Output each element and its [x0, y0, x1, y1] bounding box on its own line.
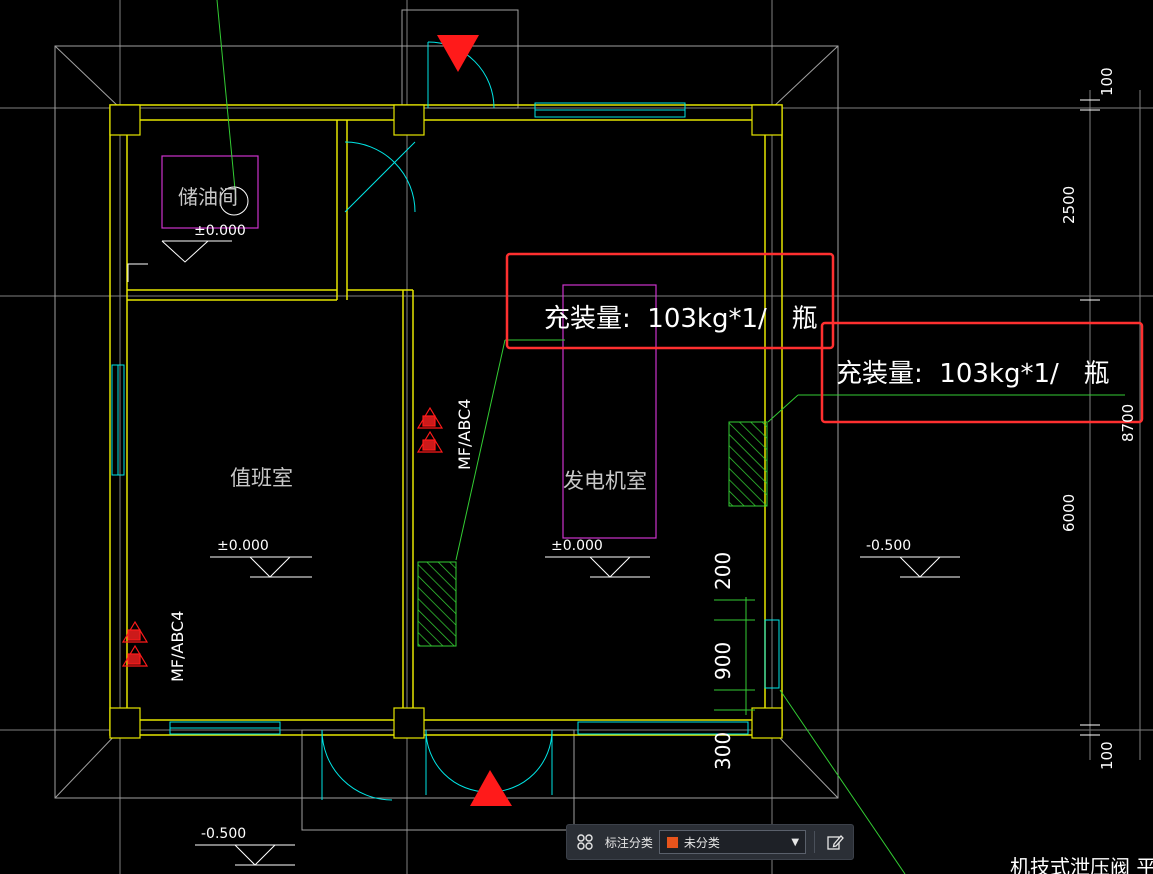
elevation-text-oil: ±0.000	[194, 223, 246, 239]
elevation-text-duty: ±0.000	[217, 538, 269, 554]
hatched-cabinets	[417, 421, 768, 647]
doors	[321, 41, 553, 801]
dimension-right-2500: 2500	[1060, 186, 1078, 224]
entrance-arrow-top-icon	[437, 35, 479, 72]
dimension-right-8700: 8700	[1119, 404, 1137, 442]
leader-lines	[216, 0, 1125, 874]
entrance-arrow-bottom-icon	[470, 770, 512, 806]
extinguisher-label-middle: MF/ABC4	[455, 399, 474, 470]
hatched-cabinet-left	[417, 561, 457, 647]
annotation-category-value: 未分类	[683, 835, 720, 850]
oil-tank-outline	[161, 155, 259, 229]
extinguisher-icon	[121, 620, 149, 667]
dimension-right-6000: 6000	[1060, 494, 1078, 532]
dimension-mid-900: 900	[711, 642, 735, 680]
generator-outline	[562, 284, 657, 539]
dimension-right-top: 100	[1098, 67, 1116, 96]
equipment	[161, 155, 657, 539]
roof-outline	[54, 9, 839, 831]
highlight-box-1	[505, 252, 835, 350]
edit-icon[interactable]	[823, 830, 847, 854]
columns	[109, 104, 783, 739]
pipe-circle-icon	[219, 186, 249, 216]
dimension-right-bottom: 100	[1098, 741, 1116, 770]
annotation-toolbar: 标注分类 未分类 ▼	[566, 824, 854, 860]
right-dimension-ticks	[1080, 99, 1100, 736]
capacity-annotation-2[interactable]: 充装量: 103kg*1/ 瓶	[836, 359, 1110, 389]
annotation-category-label: 标注分类	[604, 835, 653, 850]
highlight-box-2	[820, 321, 1144, 424]
category-color-swatch	[665, 835, 679, 849]
capacity-annotation-1[interactable]: 充装量: 103kg*1/ 瓶	[544, 304, 818, 334]
hatched-cabinet-right	[728, 421, 768, 507]
elevation-text-outside-bottom: -0.500	[201, 826, 246, 842]
dimension-mid-300: 300	[711, 732, 735, 770]
dimension-ticks	[714, 597, 755, 715]
elevation-text-generator: ±0.000	[551, 538, 603, 554]
elevation-markers	[127, 240, 960, 866]
entrance-arrows	[437, 35, 512, 806]
room-label-generator: 发电机室	[563, 469, 647, 493]
room-label-duty: 值班室	[230, 466, 293, 490]
drawing-title-partial: 机技式泄压阀 平	[1010, 855, 1153, 874]
extinguisher-label-left: MF/ABC4	[168, 611, 187, 682]
walls	[109, 104, 783, 736]
windows	[111, 102, 780, 735]
chevron-down-icon: ▼	[791, 836, 800, 848]
extinguisher-symbols	[121, 406, 444, 667]
extinguisher-icon	[416, 406, 444, 453]
room-label-oil: 储油间	[178, 185, 238, 209]
toolbar-divider	[814, 831, 816, 853]
dimension-mid-200: 200	[711, 552, 735, 590]
highlight-boxes	[505, 252, 1144, 424]
annotation-category-select[interactable]: 未分类 ▼	[658, 830, 807, 854]
elevation-text-outside-right: -0.500	[866, 538, 911, 554]
grid-icon[interactable]	[573, 830, 597, 854]
